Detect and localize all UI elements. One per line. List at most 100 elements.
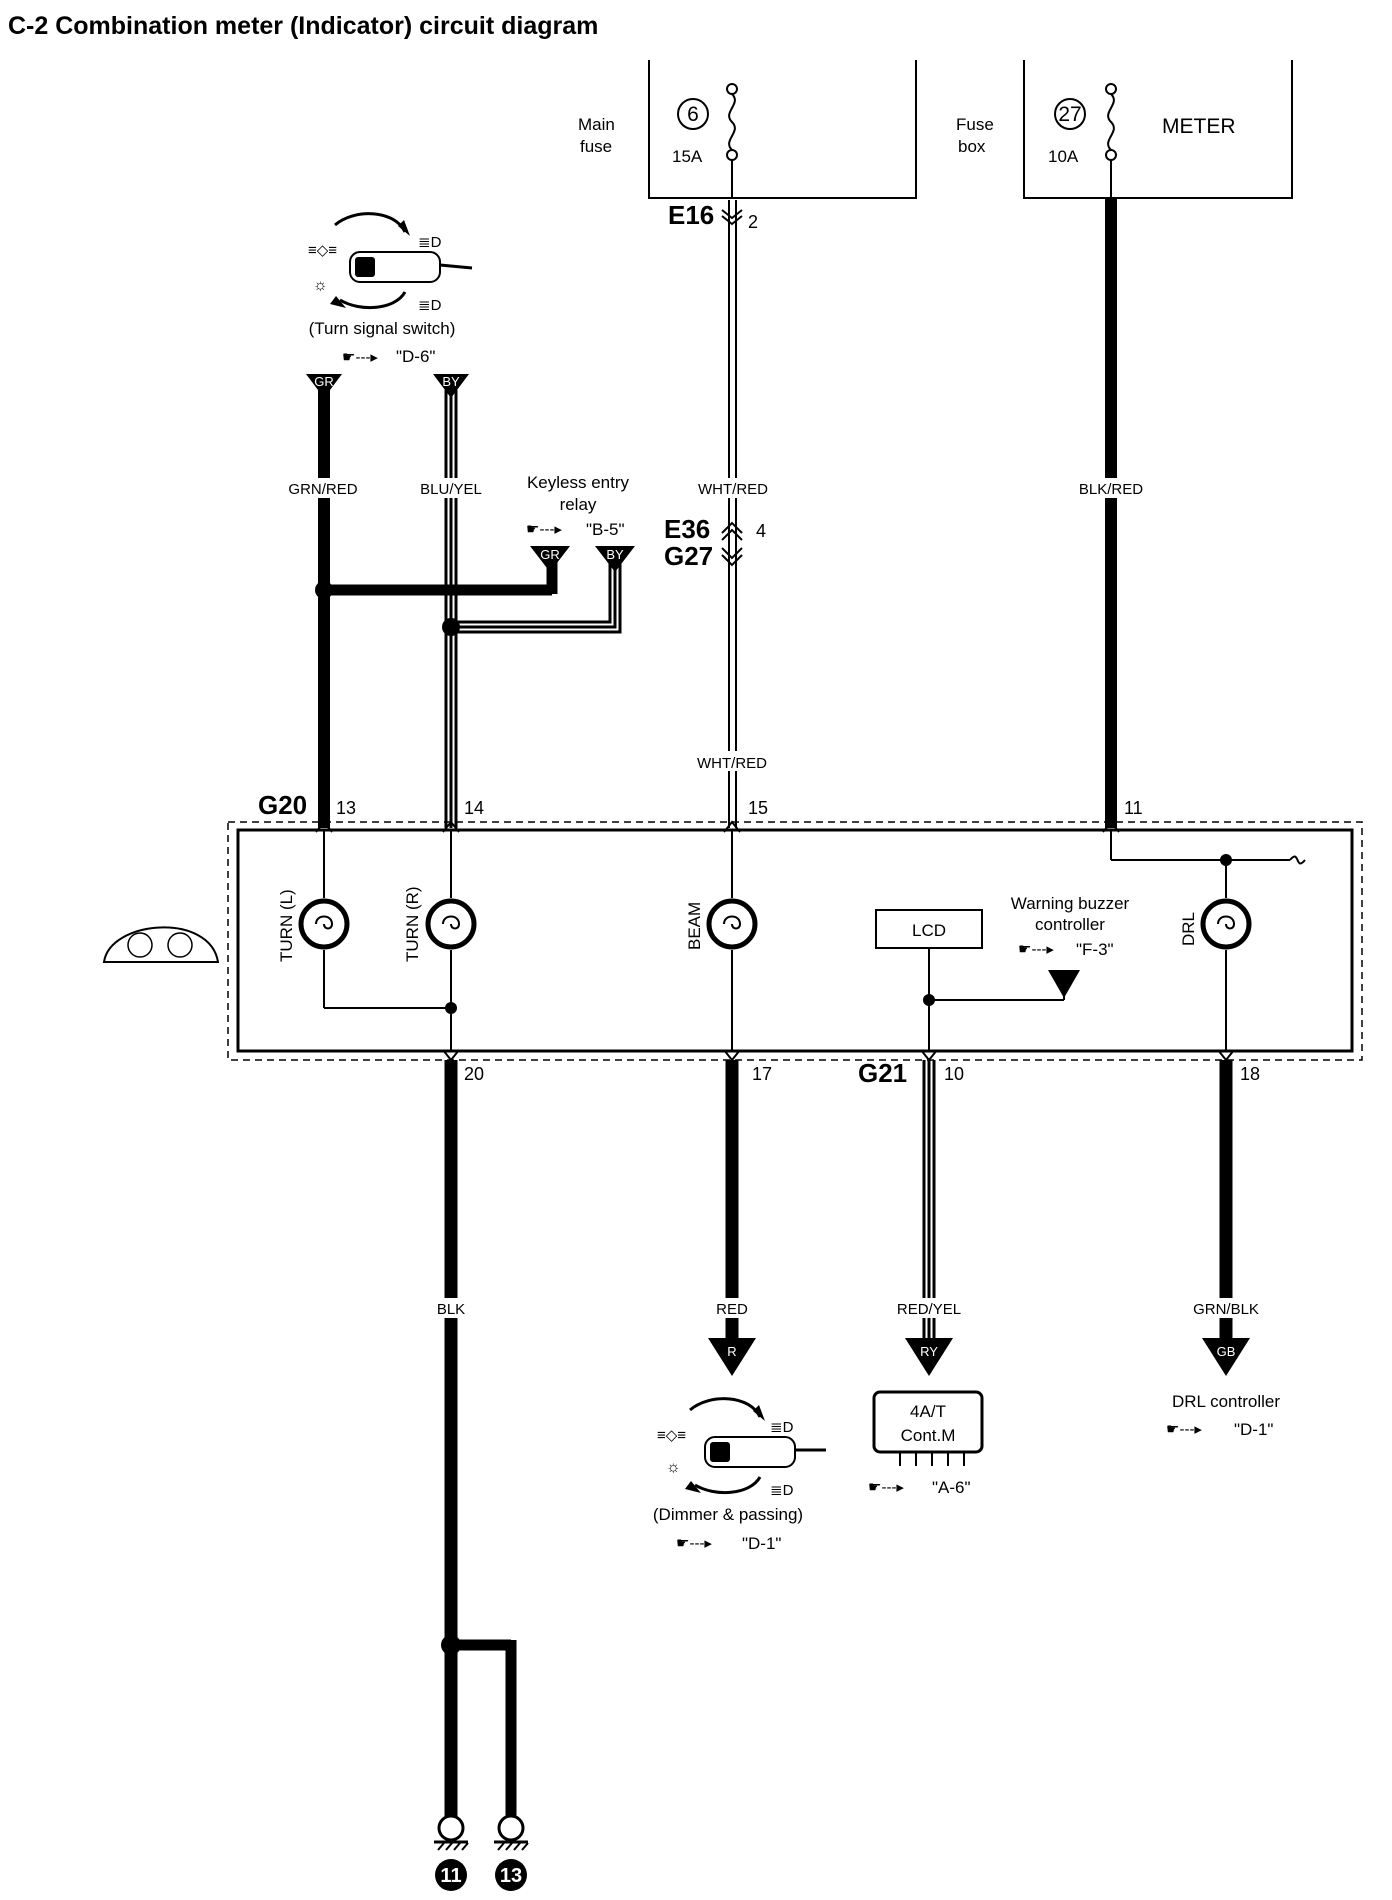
- wire-label-red-yel: RED/YEL: [897, 1301, 961, 1318]
- meter-fuse-number: 27: [1058, 103, 1081, 126]
- turn-switch-tag-gr: [306, 374, 342, 398]
- ground-11-label: 11: [440, 1865, 461, 1887]
- wire-label-grn-red: GRN/RED: [288, 481, 357, 498]
- reference-icon: ☛---▸: [342, 349, 378, 366]
- connector-e36-pin: 4: [756, 521, 766, 541]
- lcd-label: LCD: [912, 921, 946, 940]
- svg-text:☼: ☼: [313, 277, 328, 294]
- atcont-ref: "A-6": [932, 1478, 971, 1497]
- connector-e36-g27-symbol: [721, 521, 743, 567]
- keyless-entry-label-1: Keyless entry: [527, 473, 630, 492]
- fuse-icon: [728, 93, 736, 151]
- reference-icon: ☛---▸: [868, 1479, 904, 1496]
- drl-controller-label: DRL controller: [1172, 1392, 1280, 1411]
- keyless-tag-by-label: BY: [606, 547, 624, 562]
- keyless-entry-label-2: relay: [560, 495, 597, 514]
- pin-14: 14: [464, 798, 484, 818]
- drl-controller-tag-label: GB: [1217, 1344, 1236, 1359]
- dimmer-tag-label: R: [727, 1344, 736, 1359]
- pin-10: 10: [944, 1064, 964, 1084]
- meter-outline-dashed: [227, 821, 1363, 1061]
- main-fuse-label-2: fuse: [580, 137, 612, 156]
- atcont-box: [872, 1390, 984, 1454]
- wire-label-blk: BLK: [437, 1301, 465, 1318]
- pin-15: 15: [748, 798, 768, 818]
- pin-20: 20: [464, 1064, 484, 1084]
- connector-e36: E36: [664, 514, 710, 544]
- svg-text:≡◇≡: ≡◇≡: [308, 242, 337, 259]
- meter-fuse-name: METER: [1162, 115, 1236, 138]
- fuse-box-label-1: Fuse: [956, 115, 994, 134]
- pin-18: 18: [1240, 1064, 1260, 1084]
- wire-label-blu-yel: BLU/YEL: [420, 481, 482, 498]
- pin-17: 17: [752, 1064, 772, 1084]
- turn-r-lamp-icon: [425, 898, 477, 950]
- atcont-tag: [905, 1338, 953, 1376]
- keyless-tag-gr-label: GR: [540, 547, 560, 562]
- turn-signal-switch-label: (Turn signal switch): [309, 319, 456, 338]
- main-fuse-number: 6: [687, 103, 699, 126]
- beam-lamp-icon: [706, 898, 758, 950]
- turn-l-label: TURN (L): [277, 889, 296, 962]
- connector-g27: G27: [664, 541, 713, 571]
- reference-icon: ☛---▸: [1018, 941, 1054, 958]
- svg-text:≡◇≡: ≡◇≡: [657, 1427, 686, 1444]
- buzzer-label-1: Warning buzzer: [1011, 894, 1130, 913]
- pin-13: 13: [336, 798, 356, 818]
- wire-label-wht-red-bottom: WHT/RED: [697, 755, 767, 772]
- dimmer-ref: "D-1": [742, 1534, 781, 1553]
- turn-signal-switch-icon: ≡◇≡ ≣D ≣D ☼: [308, 212, 473, 314]
- turn-switch-tag-gr-label: GR: [314, 374, 334, 389]
- wire-label-grn-blk: GRN/BLK: [1193, 1301, 1259, 1318]
- diagram-title: C-2 Combination meter (Indicator) circui…: [8, 12, 598, 40]
- buzzer-label-2: controller: [1035, 915, 1105, 934]
- keyless-tag-gr: [530, 546, 570, 572]
- wire-label-blk-red: BLK/RED: [1079, 481, 1143, 498]
- wire-red-yel: [888, 1060, 970, 1338]
- turn-switch-tag-by-label: BY: [442, 374, 460, 389]
- wire-blk: [424, 1060, 517, 1830]
- wire-red: [705, 1060, 759, 1338]
- ground-symbol-11: [434, 1814, 469, 1891]
- beam-label: BEAM: [685, 902, 704, 950]
- connector-e16-symbol: [721, 209, 743, 226]
- drl-controller-tag: [1202, 1338, 1250, 1376]
- buzzer-tag: [1048, 970, 1080, 998]
- connector-g20: G20: [258, 790, 307, 820]
- drl-controller-ref: "D-1": [1234, 1420, 1273, 1439]
- buzzer-ref: "F-3": [1076, 940, 1114, 959]
- wire-blk-red: [1074, 198, 1150, 828]
- wire-blu-yel: [414, 390, 622, 828]
- dimmer-switch-icon: ≡◇≡ ≣D ≣D ☼: [657, 1397, 826, 1499]
- svg-text:≣D: ≣D: [770, 1482, 794, 1499]
- drl-lamp-icon: [1200, 898, 1252, 950]
- fuse-icon: [1107, 93, 1115, 151]
- main-fuse-label-1: Main: [578, 115, 615, 134]
- reference-icon: ☛---▸: [1166, 1421, 1202, 1438]
- connector-g21: G21: [858, 1058, 907, 1088]
- turn-signal-switch-ref: "D-6": [396, 347, 435, 366]
- meter-fuse-rating: 10A: [1048, 147, 1079, 166]
- keyless-tag-by: [595, 546, 635, 572]
- main-fuse-box: Main fuse 6 15A: [578, 60, 917, 199]
- meter-fuse-box: Fuse box 27 10A METER: [956, 60, 1293, 199]
- atcont-tag-label: RY: [920, 1344, 938, 1359]
- svg-text:≣D: ≣D: [418, 297, 442, 314]
- turn-l-lamp-icon: [298, 898, 350, 950]
- wire-grn-blk: [1187, 1060, 1265, 1338]
- wire-label-red: RED: [716, 1301, 748, 1318]
- dimmer-tag: [708, 1338, 756, 1376]
- turn-r-label: TURN (R): [403, 886, 422, 962]
- reference-icon: ☛---▸: [526, 521, 562, 538]
- turn-switch-tag-by: [433, 374, 469, 398]
- reference-icon: ☛---▸: [676, 1535, 712, 1552]
- wire-grn-red: [283, 390, 558, 828]
- connector-e16: E16: [668, 200, 714, 230]
- combination-meter-box: [236, 828, 1354, 1053]
- svg-text:≣D: ≣D: [770, 1419, 794, 1436]
- dimmer-label: (Dimmer & passing): [653, 1505, 803, 1524]
- connector-e16-pin: 2: [748, 212, 758, 232]
- wire-label-wht-red-top: WHT/RED: [698, 481, 768, 498]
- ground-13-label: 13: [500, 1865, 522, 1887]
